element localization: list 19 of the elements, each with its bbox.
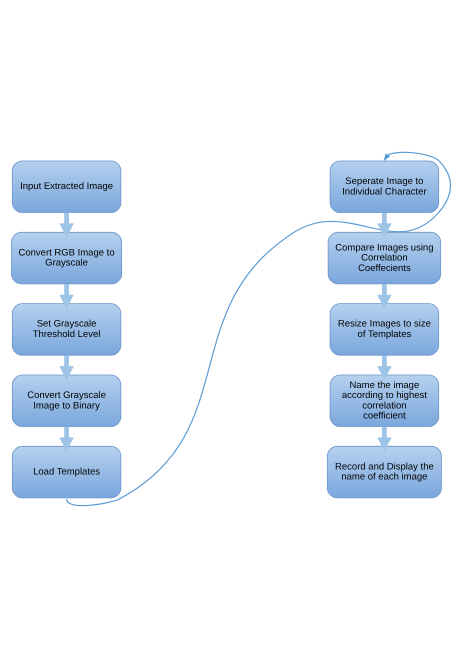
node-box: Set Grayscale Threshold Level: [12, 302, 122, 356]
arrow: [59, 212, 74, 237]
arrow: [59, 426, 74, 451]
arrow: [377, 354, 392, 380]
node-box: Name the image according to highest correlation coefficient: [330, 374, 440, 426]
node-box: Convert RGB Image to Grayscale: [11, 231, 122, 284]
arrow: [59, 354, 74, 380]
node-box: Seperate Image to Individual Character: [330, 160, 440, 212]
node-box: Resize Images to size of Templates: [330, 302, 440, 356]
arrow: [377, 426, 392, 451]
arrow: [59, 284, 74, 308]
node-box: Record and Display the name of each image: [326, 445, 442, 498]
node-box: Compare Images using Correlation Coeffecients: [328, 231, 442, 284]
node-box: Input Extracted Image: [12, 160, 122, 212]
node-box: Load Templates: [12, 445, 122, 498]
arrow: [377, 284, 392, 308]
arrow: [377, 212, 392, 237]
node-box: Convert Grayscale Image to Binary: [12, 374, 122, 426]
arrow: [66, 151, 452, 506]
